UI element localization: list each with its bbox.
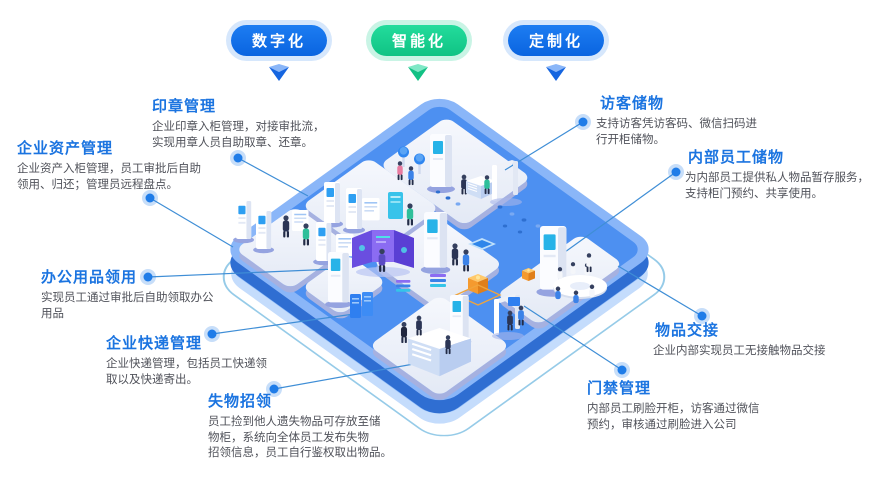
feature-lost: 失物招领 员工捡到他人遗失物品可存放至储物柜，系统向全体员工发布失物招领信息，员… <box>208 390 392 462</box>
badge-customization: 定制化 <box>508 25 604 56</box>
turnstile-icon <box>414 153 425 174</box>
person-figure <box>282 215 290 238</box>
feature-seal-desc: 企业印章入柜管理，对接审批流，实现用章人员自助取章、还章。 <box>152 121 325 149</box>
gate-scanner <box>508 297 520 306</box>
feature-access: 门禁管理 内部员工刷脸开柜，访客通过微信预约，审核通过刷脸进入公司 <box>587 377 760 433</box>
person-figure <box>570 262 576 274</box>
badge-label: 智能化 <box>391 33 446 50</box>
walkway-dots <box>435 190 541 234</box>
badge-label: 定制化 <box>528 33 583 50</box>
meeting-area <box>522 226 607 304</box>
seal-locker <box>343 188 365 234</box>
person-figure <box>400 322 408 344</box>
leader-line-lost <box>273 359 437 390</box>
person-figure <box>416 315 422 336</box>
feature-access-desc: 内部员工刷脸开柜，访客通过微信预约，审核通过刷脸进入公司 <box>587 403 760 431</box>
feature-express-desc: 企业快递管理，包括员工快递领取以及快递寄出。 <box>106 358 267 386</box>
leader-line-seal <box>237 157 309 197</box>
supply-cabinets <box>350 292 373 318</box>
feature-handover: 物品交接 企业内部实现员工无接触物品交接 <box>653 319 826 360</box>
feature-visitor-desc: 支持访客凭访客码、微信扫码进行开柜储物。 <box>596 118 757 146</box>
feature-handover-desc: 企业内部实现员工无接触物品交接 <box>653 345 826 357</box>
feature-internal-desc: 为内部员工提供私人物品暂存服务，支持柜门预约、共享使用。 <box>685 172 869 200</box>
feature-seal: 印章管理 企业印章入柜管理，对接审批流，实现用章人员自助取章、还章。 <box>152 95 325 151</box>
connector-dots <box>140 114 710 397</box>
leader-lines <box>147 121 703 390</box>
person-figure <box>573 290 579 304</box>
badge-label: 数字化 <box>251 33 306 50</box>
feature-lost-desc: 员工捡到他人遗失物品可存放至储物柜，系统向全体员工发布失物招领信息，员工自行鉴权… <box>208 416 392 459</box>
storage-shelf <box>430 274 446 287</box>
feature-asset-title: 企业资产管理 <box>17 140 114 157</box>
seal-management-area <box>321 182 414 234</box>
person-figure <box>397 161 403 181</box>
central-kiosk <box>420 212 451 274</box>
leader-line-access <box>523 305 623 371</box>
feature-visitor-title: 访客储物 <box>600 95 665 112</box>
person-figure <box>406 203 414 226</box>
connector-dot <box>668 164 684 180</box>
person-figure <box>507 310 513 331</box>
leader-line-handover <box>617 265 703 317</box>
connector-dot <box>204 326 220 342</box>
reception-counter <box>465 175 497 200</box>
storage-shelf <box>396 280 411 292</box>
leader-line-express <box>211 313 355 335</box>
feature-visitor: 访客储物 支持访客凭访客码、微信扫码进行开柜储物。 <box>596 92 757 148</box>
person-figure <box>462 249 470 272</box>
connector-dot <box>614 362 630 378</box>
parcel-crate <box>468 274 488 294</box>
seal-locker <box>321 182 343 228</box>
asset-locker <box>233 200 255 244</box>
entry-gate <box>490 160 522 206</box>
orange-seat <box>522 268 535 281</box>
down-arrow-icon <box>546 64 566 81</box>
feature-asset: 企业资产管理 企业资产入柜管理，员工审批后自助领用、归还；管理员远程盘点。 <box>17 137 201 193</box>
feature-internal-title: 内部员工储物 <box>688 149 785 166</box>
notice-board <box>362 198 380 221</box>
person-figure <box>555 286 561 300</box>
person-figure <box>557 267 563 279</box>
leader-line-asset <box>149 197 234 248</box>
feature-office: 办公用品领用 实现员工通过审批后自助领取办公用品 <box>41 266 214 322</box>
feature-office-title: 办公用品领用 <box>41 269 138 286</box>
feature-seal-title: 印章管理 <box>152 98 217 115</box>
supplies-kiosk <box>325 252 352 309</box>
feature-handover-title: 物品交接 <box>655 322 720 339</box>
feature-internal: 内部员工储物 为内部员工提供私人物品暂存服务，支持柜门预约、共享使用。 <box>685 146 869 202</box>
laptop-icon <box>468 238 496 250</box>
connector-dot <box>230 150 246 166</box>
connector-dot <box>694 308 710 324</box>
down-arrow-icon <box>269 64 289 81</box>
visitor-kiosk <box>427 134 455 193</box>
connector-dot <box>142 190 158 206</box>
down-arrow-icon <box>408 64 428 81</box>
feature-express-title: 企业快递管理 <box>106 335 203 352</box>
feature-access-title: 门禁管理 <box>587 380 652 397</box>
badge-digitalization: 数字化 <box>231 25 327 56</box>
visitor-storage-area <box>397 134 541 234</box>
screen-panel <box>388 192 403 219</box>
person-figure <box>589 284 595 298</box>
leader-line-internal <box>564 171 677 253</box>
feature-asset-desc: 企业资产入柜管理，员工审批后自助领用、归还；管理员远程盘点。 <box>17 163 201 191</box>
person-figure <box>302 223 310 246</box>
connector-dot <box>266 381 282 397</box>
leader-line-office <box>147 268 337 278</box>
express-counter-area <box>400 274 524 378</box>
person-figure <box>518 305 524 326</box>
connector-dot <box>140 269 156 285</box>
connector-dot <box>575 114 591 130</box>
feature-lost-title: 失物招领 <box>208 393 273 410</box>
feature-express: 企业快递管理 企业快递管理，包括员工快递领取以及快递寄出。 <box>106 332 267 388</box>
asset-locker <box>253 210 275 254</box>
person-figure <box>451 243 459 266</box>
person-figure <box>408 166 414 186</box>
feature-office-desc: 实现员工通过审批后自助领取办公用品 <box>41 292 214 320</box>
badge-intelligence: 智能化 <box>371 25 467 56</box>
drop-zone-marker <box>454 284 502 306</box>
